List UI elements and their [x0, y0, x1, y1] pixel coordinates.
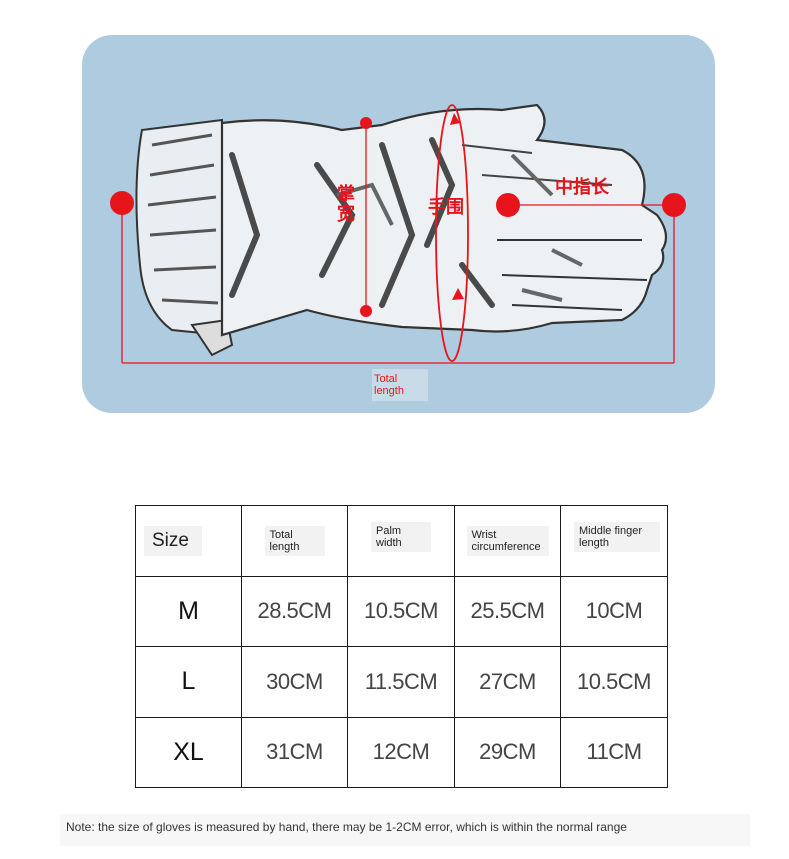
header-total-length-cell: Total length — [241, 505, 348, 577]
size-cell: XL — [135, 716, 242, 788]
header-size-cell: Size — [135, 505, 242, 577]
header-palm-width: Palm width — [371, 521, 431, 552]
header-size: Size — [144, 525, 202, 556]
size-cell: M — [135, 575, 242, 647]
palm-width-cell: 12CM — [347, 716, 455, 788]
wrist-circumference-cell: 29CM — [454, 716, 561, 788]
glove-diagram: 掌宽 手围 中指长 Total length — [82, 35, 715, 413]
size-chart-table: Size Total length Palm width Wrist circu… — [135, 505, 668, 788]
measurement-note: Note: the size of gloves is measured by … — [60, 814, 750, 846]
table-row: XL 31CM 12CM 29CM 11CM — [135, 716, 668, 788]
header-total-length: Total length — [264, 525, 325, 556]
size-cell: L — [135, 646, 242, 718]
palm-width-cell: 11.5CM — [347, 646, 455, 718]
middle-finger-length-cell: 10CM — [560, 575, 668, 647]
header-palm-width-cell: Palm width — [347, 505, 455, 577]
total-length-cell: 28.5CM — [241, 575, 348, 647]
palm-width-cell: 10.5CM — [347, 575, 455, 647]
header-middle-finger-length-cell: Middle finger length — [560, 505, 668, 577]
hand-circumference-cn-label: 手围 — [428, 197, 464, 218]
header-wrist-circumference-cell: Wrist circumference — [454, 505, 561, 577]
middle-finger-cn-label: 中指长 — [555, 177, 609, 198]
wrist-circumference-cell: 27CM — [454, 646, 561, 718]
header-wrist-circumference: Wrist circumference — [466, 525, 549, 556]
table-row: M 28.5CM 10.5CM 25.5CM 10CM — [135, 575, 668, 647]
middle-finger-length-cell: 10.5CM — [560, 646, 668, 718]
wrist-circumference-cell: 25.5CM — [454, 575, 561, 647]
header-middle-finger-length: Middle finger length — [574, 521, 660, 552]
palm-width-cn-label: 掌宽 — [337, 184, 355, 225]
table-row: L 30CM 11.5CM 27CM 10.5CM — [135, 646, 668, 718]
table-header-row: Size Total length Palm width Wrist circu… — [135, 505, 668, 577]
total-length-cell: 30CM — [241, 646, 348, 718]
total-length-cell: 31CM — [241, 716, 348, 788]
middle-finger-length-cell: 11CM — [560, 716, 668, 788]
total-length-label: Total length — [372, 369, 428, 401]
glove-illustration — [110, 103, 686, 364]
